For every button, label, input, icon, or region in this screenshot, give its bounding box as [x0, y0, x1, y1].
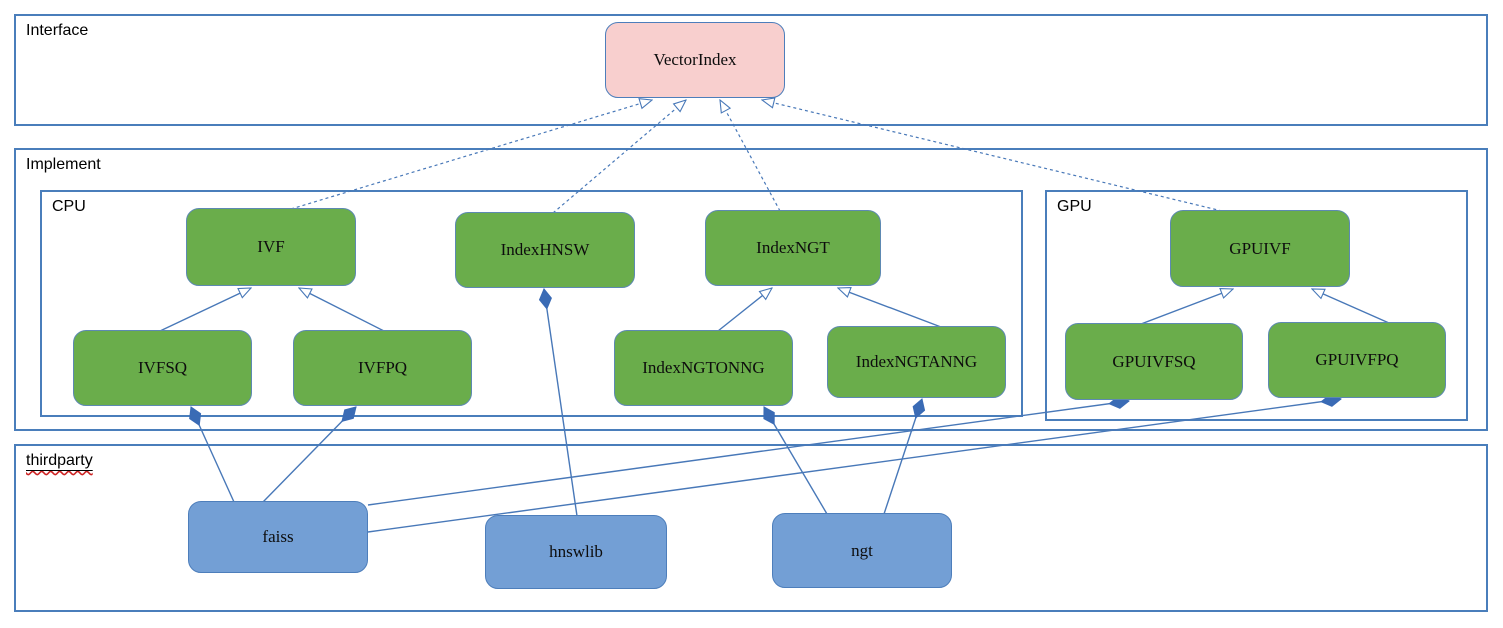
- node-vectorindex-label: VectorIndex: [653, 50, 737, 69]
- node-vectorindex[interactable]: VectorIndex: [605, 22, 785, 98]
- edge-faiss-to-ivfpq: [262, 406, 357, 503]
- edge-ngt-to-indexngtanng: [883, 398, 926, 515]
- node-gpuivfpq[interactable]: GPUIVFPQ: [1268, 322, 1446, 398]
- gpu-label: GPU: [1057, 198, 1092, 215]
- thirdparty-label-text: thirdparty: [26, 452, 93, 469]
- node-gpuivfpq-label: GPUIVFPQ: [1315, 350, 1399, 369]
- edge-faiss-to-gpuivfpq: [367, 393, 1342, 533]
- edge-ivfsq-to-ivf: [159, 287, 251, 332]
- edge-gpuivfpq-to-gpuivf: [1312, 288, 1390, 324]
- cpu-label: CPU: [52, 198, 86, 215]
- node-hnswlib-label: hnswlib: [549, 542, 603, 561]
- node-indexngtanng[interactable]: IndexNGTANNG: [827, 326, 1006, 398]
- node-faiss-label: faiss: [262, 527, 294, 546]
- node-gpuivfsq-label: GPUIVFSQ: [1112, 351, 1196, 371]
- node-indexngtanng-label: IndexNGTANNG: [855, 352, 978, 371]
- edge-faiss-to-ivfsq: [189, 406, 235, 503]
- edge-gpuivfsq-to-gpuivf: [1140, 289, 1233, 325]
- node-gpuivf[interactable]: GPUIVF: [1170, 210, 1350, 287]
- implement-label: Implement: [26, 156, 101, 173]
- edge-indexngtonng-to-indexngt: [717, 288, 772, 332]
- edge-gpuivf-to-vectorindex: [762, 100, 1223, 212]
- node-ivfpq-label: IVFPQ: [357, 358, 408, 377]
- node-indexngtonng[interactable]: IndexNGTONNG: [614, 330, 793, 406]
- edge-hnswlib-to-indexhnsw: [538, 288, 578, 517]
- node-indexngtonng-label: IndexNGTONNG: [642, 358, 765, 377]
- node-indexngt-label: IndexNGT: [756, 238, 830, 257]
- node-ngt-label: ngt: [851, 540, 873, 560]
- interface-label: Interface: [26, 22, 89, 39]
- node-indexhnsw-label: IndexHNSW: [500, 240, 590, 259]
- edge-ivfpq-to-ivf: [299, 288, 385, 332]
- edge-ivf-to-vectorindex: [290, 100, 652, 210]
- node-gpuivf-label: GPUIVF: [1229, 238, 1291, 258]
- node-faiss[interactable]: faiss: [188, 501, 368, 573]
- edge-indexngtanng-to-indexngt: [838, 288, 942, 328]
- node-ivf[interactable]: IVF: [186, 208, 356, 286]
- node-ivfsq[interactable]: IVFSQ: [73, 330, 252, 406]
- node-ivfsq-label: IVFSQ: [137, 358, 188, 377]
- thirdparty-label: thirdparty: [16, 446, 93, 470]
- node-gpuivfsq[interactable]: GPUIVFSQ: [1065, 323, 1243, 400]
- node-indexhnsw[interactable]: IndexHNSW: [455, 212, 635, 288]
- node-indexngt[interactable]: IndexNGT: [705, 210, 881, 286]
- node-ngt[interactable]: ngt: [772, 513, 952, 588]
- node-hnswlib[interactable]: hnswlib: [485, 515, 667, 589]
- edge-indexhnsw-to-vectorindex: [552, 100, 686, 214]
- node-ivf-label: IVF: [257, 237, 285, 256]
- edge-faiss-to-gpuivfsq: [367, 395, 1130, 506]
- edge-indexngt-to-vectorindex: [720, 100, 781, 212]
- node-ivfpq[interactable]: IVFPQ: [293, 330, 472, 406]
- edge-ngt-to-indexngtonng: [763, 406, 828, 515]
